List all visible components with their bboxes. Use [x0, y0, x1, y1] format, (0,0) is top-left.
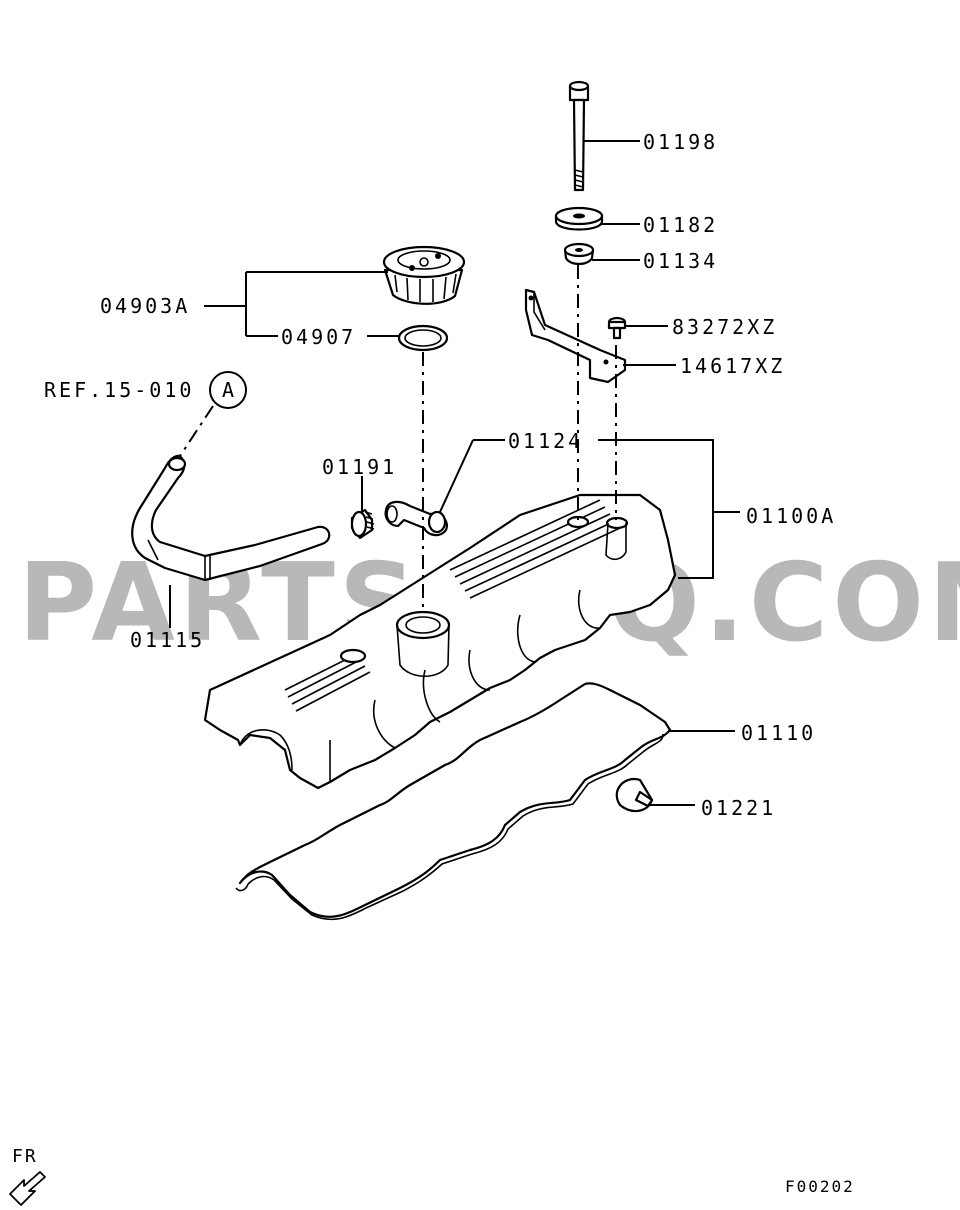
label-01191[interactable]: 01191: [322, 455, 397, 479]
label-01110[interactable]: 01110: [741, 721, 816, 745]
label-01124[interactable]: 01124: [508, 429, 583, 453]
bolt: [568, 80, 590, 192]
label-ref-15-010[interactable]: REF.15-010: [44, 378, 194, 402]
breather-hose: [131, 454, 331, 582]
label-01100A[interactable]: 01100A: [746, 504, 836, 528]
small-bolt: [607, 316, 627, 340]
leader-lines: [169, 140, 740, 806]
grommet: [563, 242, 595, 266]
label-14617XZ[interactable]: 14617XZ: [680, 354, 785, 378]
center-lines: [179, 265, 617, 612]
reference-marker: A: [209, 371, 247, 409]
breather-fitting: [384, 500, 448, 537]
label-83272XZ[interactable]: 83272XZ: [672, 315, 777, 339]
reference-circle-label: A: [222, 378, 234, 402]
front-direction-label: FR: [12, 1146, 38, 1167]
pcv-valve: [350, 508, 375, 540]
figure-code: F00202: [785, 1177, 855, 1196]
oil-filler-cap: [382, 245, 466, 305]
label-01198[interactable]: 01198: [643, 130, 718, 154]
label-01115[interactable]: 01115: [130, 628, 205, 652]
label-04903A[interactable]: 04903A: [100, 294, 190, 318]
semi-circular-plug: [615, 777, 654, 813]
front-arrow-icon: [9, 1171, 46, 1206]
o-ring: [397, 324, 449, 352]
bracket: [524, 288, 627, 384]
label-01182[interactable]: 01182: [643, 213, 718, 237]
rocker-cover-gasket: [235, 682, 672, 921]
front-direction-indicator: FR: [9, 1146, 46, 1206]
label-01221[interactable]: 01221: [701, 796, 776, 820]
washer: [554, 206, 604, 231]
label-04907[interactable]: 04907: [281, 325, 356, 349]
valve-cover: [203, 493, 677, 790]
label-01134[interactable]: 01134: [643, 249, 718, 273]
